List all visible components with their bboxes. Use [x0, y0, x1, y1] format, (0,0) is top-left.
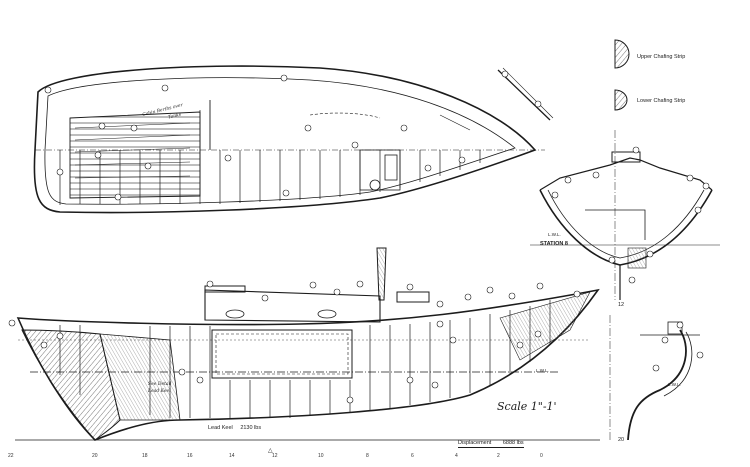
callout-bubble-icon [8, 70, 710, 404]
section-number-12: 12 [618, 302, 625, 308]
station-number: 12 [272, 453, 278, 459]
station-number: 14 [229, 453, 235, 459]
north-arrow-icon: △ [268, 448, 273, 454]
lower-chafing-label: Lower Chafing Strip [637, 98, 686, 104]
frame-detail [609, 315, 700, 441]
station-number: 22 [8, 453, 14, 459]
upper-chafing-label: Upper Chafing Strip [637, 54, 686, 60]
station-number: 18 [142, 453, 148, 459]
plan-view [33, 65, 554, 214]
midship-section [530, 130, 720, 300]
section-number-20: 20 [618, 437, 625, 443]
station-number: 2 [497, 453, 500, 459]
profile-view [15, 247, 600, 441]
station-label: STATION 8 [540, 241, 568, 247]
lead-keel-label: Lead Keel 2130 lbs [208, 425, 261, 431]
station-number: 10 [318, 453, 324, 459]
station-number: 0 [540, 453, 543, 459]
station-number: 4 [455, 453, 458, 459]
section-lwl-label: L.W.L. [548, 232, 561, 237]
profile-note-2: Lead Keel [148, 389, 171, 394]
displacement-label: Displacement [458, 440, 492, 446]
station-number: 6 [411, 453, 414, 459]
chafing-strip-details [614, 39, 630, 111]
profile-note-1: See Detail [148, 382, 172, 387]
station-number: 20 [92, 453, 98, 459]
detail-lwl-label: L.W.L. [668, 382, 681, 387]
station-number: 16 [187, 453, 193, 459]
station-number: 8 [366, 453, 369, 459]
displacement-value: 6888 lbs [502, 440, 524, 446]
lead-keel-value: 2130 lbs [240, 425, 262, 431]
displacement-box: Displacement 6888 lbs [458, 440, 524, 448]
lead-keel-title: Lead Keel [208, 425, 233, 431]
profile-lwl-label: L.W.L. [536, 368, 549, 373]
scale-text: Scale 1"-1' [497, 400, 557, 413]
